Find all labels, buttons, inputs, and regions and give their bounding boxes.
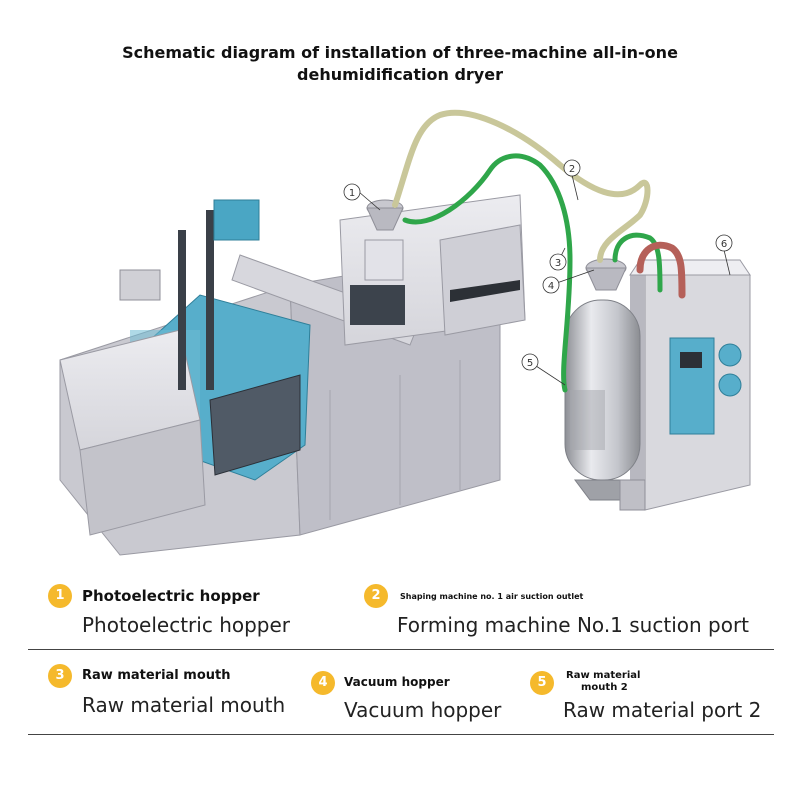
legend-badge-3: 3 bbox=[48, 664, 72, 688]
legend-item-3-description: Raw material mouth bbox=[82, 693, 286, 717]
callouts: 1 2 3 4 5 6 bbox=[343, 159, 733, 386]
callout-4: 4 bbox=[542, 276, 560, 294]
pipe-green-1 bbox=[402, 153, 573, 393]
legend-item-3-label: Raw material mouth bbox=[82, 668, 231, 683]
diagram-title: Schematic diagram of installation of thr… bbox=[0, 42, 800, 86]
legend-badge-5: 5 bbox=[530, 671, 554, 695]
callout-1: 1 bbox=[343, 183, 361, 201]
callout-2: 2 bbox=[563, 159, 581, 177]
legend-badge-2: 2 bbox=[364, 584, 388, 608]
pipe-red bbox=[636, 241, 686, 299]
installation-illustration: 1 2 3 4 5 6 bbox=[59, 109, 751, 556]
callout-5: 5 bbox=[521, 353, 539, 371]
legend-item-1-description: Photoelectric hopper bbox=[82, 613, 291, 637]
legend-item-4-label: Vacuum hopper bbox=[344, 675, 450, 689]
legend-item-5-description: Raw material port 2 bbox=[563, 698, 762, 722]
title-line-2: dehumidification dryer bbox=[297, 65, 503, 84]
conveying-pipes bbox=[392, 109, 686, 393]
svg-text:6: 6 bbox=[721, 239, 727, 250]
svg-text:2: 2 bbox=[569, 164, 575, 175]
callout-6: 6 bbox=[715, 234, 733, 252]
pipe-green-2 bbox=[612, 232, 663, 293]
svg-text:1: 1 bbox=[349, 188, 355, 199]
legend-item-5-label-line-2: mouth 2 bbox=[581, 682, 628, 693]
legend-item-2-description: Forming machine No.1 suction port bbox=[397, 613, 750, 637]
legend-badge-1: 1 bbox=[48, 584, 72, 608]
title-line-1: Schematic diagram of installation of thr… bbox=[122, 43, 678, 62]
svg-text:5: 5 bbox=[527, 358, 533, 369]
legend-divider-1 bbox=[28, 649, 774, 650]
legend-item-5-label-line-1: Raw material bbox=[566, 670, 641, 681]
legend-item-2-label: Shaping machine no. 1 air suction outlet bbox=[400, 592, 584, 601]
injection-molding-machine bbox=[59, 194, 526, 556]
callout-3: 3 bbox=[549, 253, 567, 271]
svg-text:4: 4 bbox=[548, 281, 554, 292]
svg-text:3: 3 bbox=[555, 258, 561, 269]
dehumidification-dryer bbox=[564, 258, 751, 511]
pipe-beige bbox=[392, 109, 651, 263]
legend-divider-2 bbox=[28, 734, 774, 735]
legend-item-1-label: Photoelectric hopper bbox=[82, 587, 260, 605]
legend-item-4-description: Vacuum hopper bbox=[344, 698, 502, 722]
legend-badge-4: 4 bbox=[311, 671, 335, 695]
